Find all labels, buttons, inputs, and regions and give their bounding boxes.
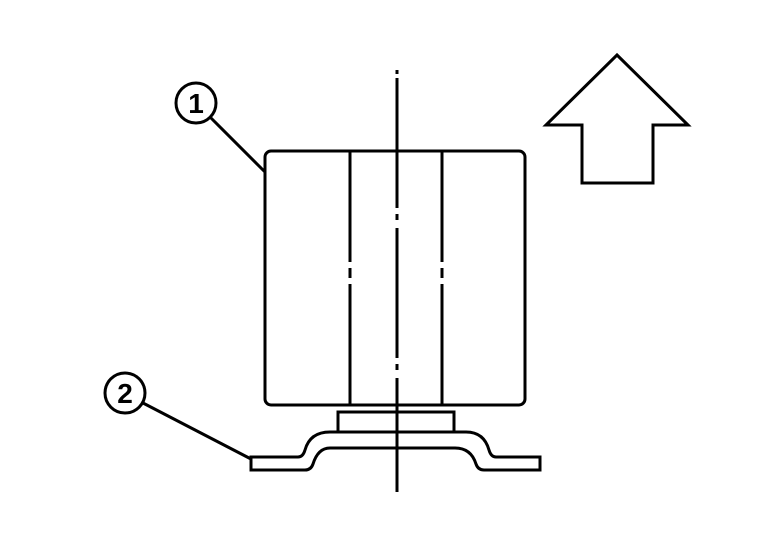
up-arrow-icon xyxy=(542,52,692,185)
callout-1-circle xyxy=(174,81,218,125)
block-part-1 xyxy=(263,149,527,407)
callout-1-number: 1 xyxy=(188,88,204,119)
callout-1-leader xyxy=(209,116,267,174)
callout-2-leader xyxy=(142,401,252,461)
callout-2-number: 2 xyxy=(117,378,133,409)
callout-2-circle xyxy=(103,371,147,415)
bracket-part-2 xyxy=(249,430,542,472)
